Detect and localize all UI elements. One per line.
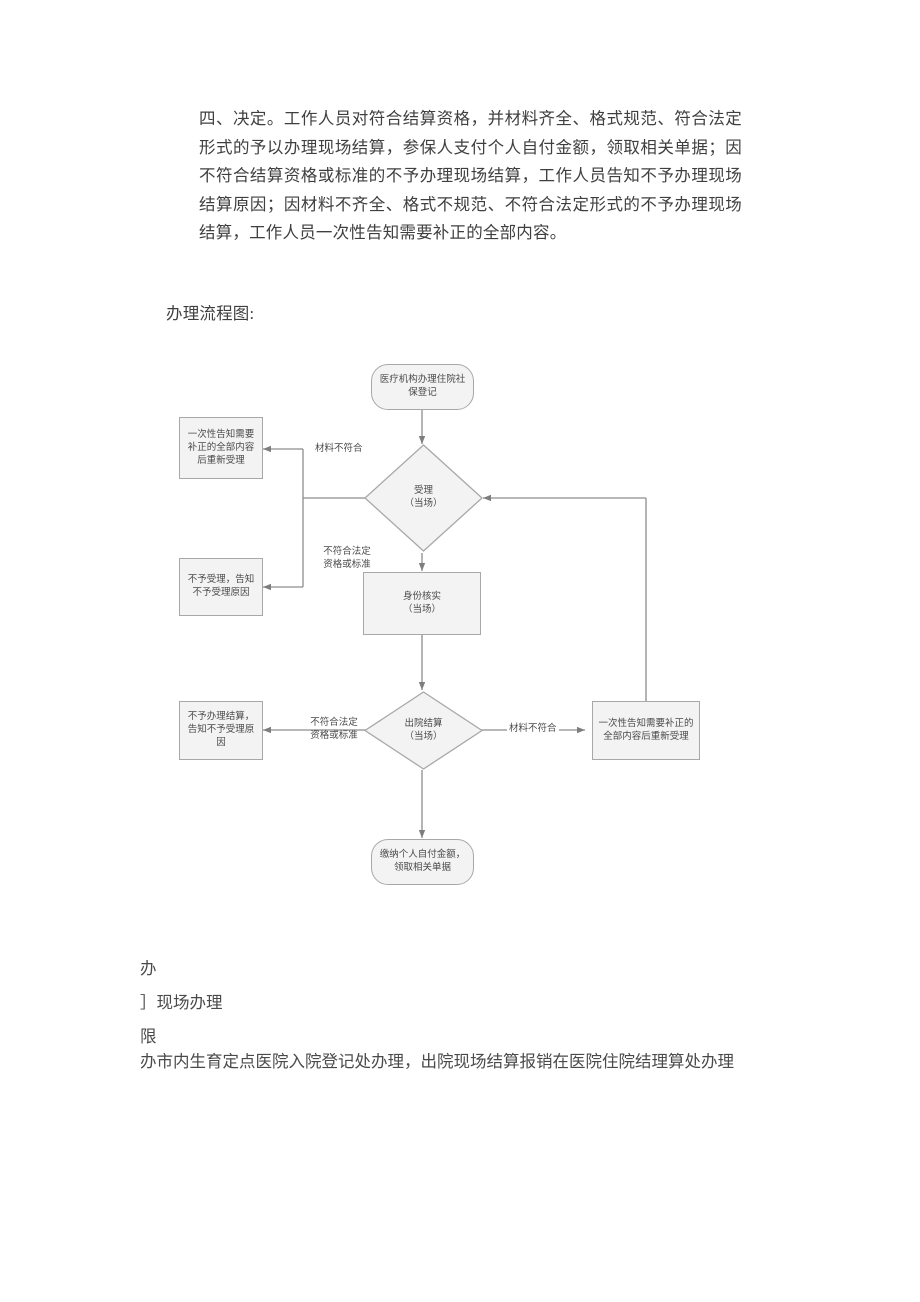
node-accept-decision-line1: 受理 [413,486,433,496]
node-notify-supplement-bottom: 一次性告知需要补正的全部内容后重新受理 [592,701,700,760]
edge-label-not-qualified-top: 不符合法定 资格或标准 [315,546,379,571]
node-reject-accept-label: 不予受理，告知不予受理原因 [187,575,255,598]
edge-label-not-qualified-bottom-line2: 资格或标准 [310,730,358,741]
node-reject-settle: 不予办理结算，告知不予受理原因 [179,701,263,760]
node-identity-check: 身份核实 （当场） [363,572,481,635]
node-reject-settle-label: 不予办理结算，告知不予受理原因 [187,712,255,748]
edge-label-not-qualified-bottom: 不符合法定 资格或标准 [302,717,366,742]
node-settle-decision-line2: （当场） [404,731,443,742]
node-accept-decision-line2: （当场） [404,499,443,509]
node-end-label: 缴纳个人自付金额，领取相关单据 [379,850,466,873]
node-notify-supplement-top-label: 一次性告知需要补正的全部内容后重新受理 [187,429,255,466]
diamond-shape [364,444,483,552]
edge-label-material-mismatch-top: 材料不符合 [315,443,363,456]
flowchart-heading: 办理流程图: [166,304,255,323]
edge-label-not-qualified-top-line2: 资格或标准 [323,559,371,570]
node-start-label: 医疗机构办理住院社保登记 [379,375,466,398]
node-reject-accept: 不予受理，告知不予受理原因 [179,558,263,616]
node-notify-supplement-bottom-label: 一次性告知需要补正的全部内容后重新受理 [598,718,694,742]
node-notify-supplement-top: 一次性告知需要补正的全部内容后重新受理 [179,417,263,479]
bottom-line-3: 限 [140,1027,157,1047]
paragraph-section-four: 四、决定。工作人员对符合结算资格，并材料齐全、格式规范、符合法定形式的予以办理现… [166,105,742,248]
flowchart-connectors [263,410,647,838]
bottom-line-2: ］现场办理 [140,993,223,1013]
edge-label-not-qualified-top-line1: 不符合法定 [323,547,371,557]
edge-label-not-qualified-bottom-line1: 不符合法定 [310,718,358,728]
node-accept-decision-label: 受理 （当场） [404,485,442,511]
bottom-text-block: 办 ］现场办理 限 办市内生育定点医院入院登记处办理，出院现场结算报销在医院住院… [140,959,800,1076]
edge-label-material-mismatch-bottom-text: 材料不符合 [509,724,557,734]
edge-label-material-mismatch-top-text: 材料不符合 [315,444,363,454]
diamond-shape [364,691,483,770]
bottom-line-1: 办 [140,959,157,978]
node-identity-check-line2: （当场） [402,604,441,615]
node-settle-decision: 出院结算 （当场） [364,691,483,770]
node-identity-check-line1: 身份核实 [402,591,441,602]
paragraph-section-four-text: 四、决定。工作人员对符合结算资格，并材料齐全、格式规范、符合法定形式的予以办理现… [199,109,742,243]
bottom-line-4: 办市内生育定点医院入院登记处办理，出院现场结算报销在医院住院结理算处办理 [140,1052,734,1072]
node-start: 医疗机构办理住院社保登记 [371,364,474,410]
process-flowchart: 医疗机构办理住院社保登记 一次性告知需要补正的全部内容后重新受理 受理 （当场）… [160,350,760,910]
node-settle-decision-label: 出院结算 （当场） [404,718,442,744]
node-accept-decision: 受理 （当场） [364,444,483,552]
node-identity-check-label: 身份核实 （当场） [403,591,441,617]
edge-label-material-mismatch-bottom: 材料不符合 [507,723,559,736]
node-settle-decision-line1: 出院结算 [404,718,443,729]
node-end: 缴纳个人自付金额，领取相关单据 [371,839,474,885]
